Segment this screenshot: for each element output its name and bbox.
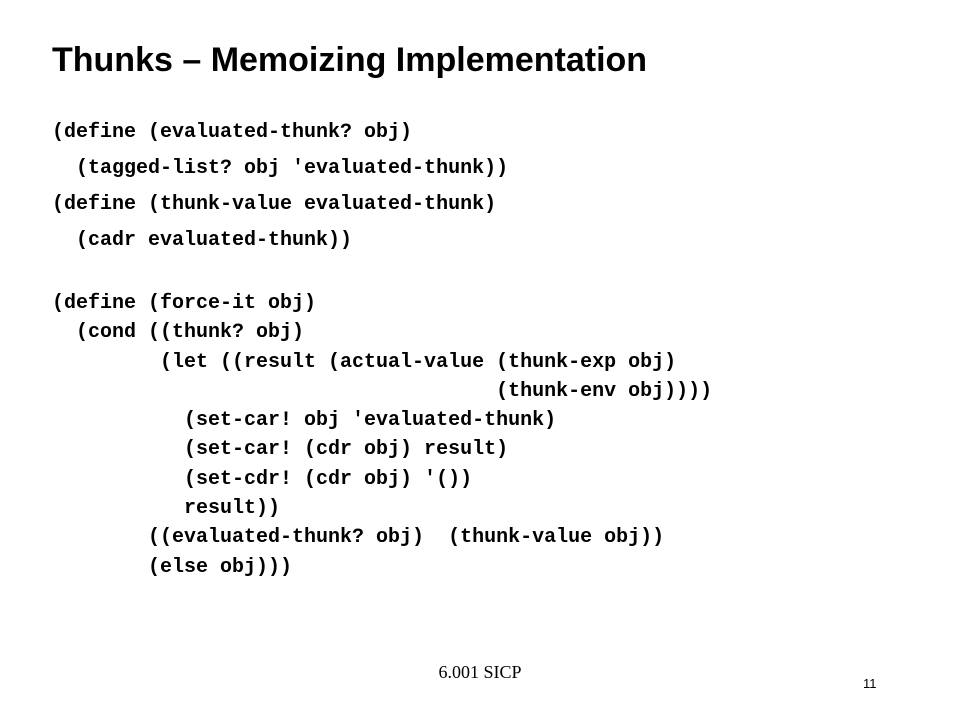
- code-line: ((evaluated-thunk? obj) (thunk-value obj…: [52, 526, 665, 550]
- page-number: 11: [863, 676, 877, 691]
- code-line: (let ((result (actual-value (thunk-exp o…: [52, 350, 677, 374]
- slide-title: Thunks – Memoizing Implementation: [52, 41, 648, 79]
- code-line: (set-car! obj 'evaluated-thunk): [52, 409, 557, 433]
- code-line: (define (force-it obj): [52, 292, 317, 315]
- code-block-force-it: (define (force-it obj) (cond ((thunk? ob…: [52, 289, 712, 582]
- code-line: (tagged-list? obj 'evaluated-thunk)): [52, 157, 509, 180]
- code-line: (thunk-env obj)))): [52, 379, 713, 403]
- footer-course-label: 6.001 SICP: [438, 662, 522, 682]
- code-line: (cadr evaluated-thunk)): [52, 229, 353, 252]
- code-line: (set-cdr! (cdr obj) '()): [52, 467, 473, 491]
- code-line: result)): [52, 497, 281, 521]
- code-line: (else obj))): [52, 555, 293, 579]
- code-line: (cond ((thunk? obj): [52, 321, 305, 345]
- code-line: (define (evaluated-thunk? obj): [52, 121, 413, 144]
- code-block-evaluated-thunk: (define (evaluated-thunk? obj) (tagged-l…: [52, 115, 508, 259]
- code-line: (set-car! (cdr obj) result): [52, 438, 509, 462]
- code-line: (define (thunk-value evaluated-thunk): [52, 193, 497, 216]
